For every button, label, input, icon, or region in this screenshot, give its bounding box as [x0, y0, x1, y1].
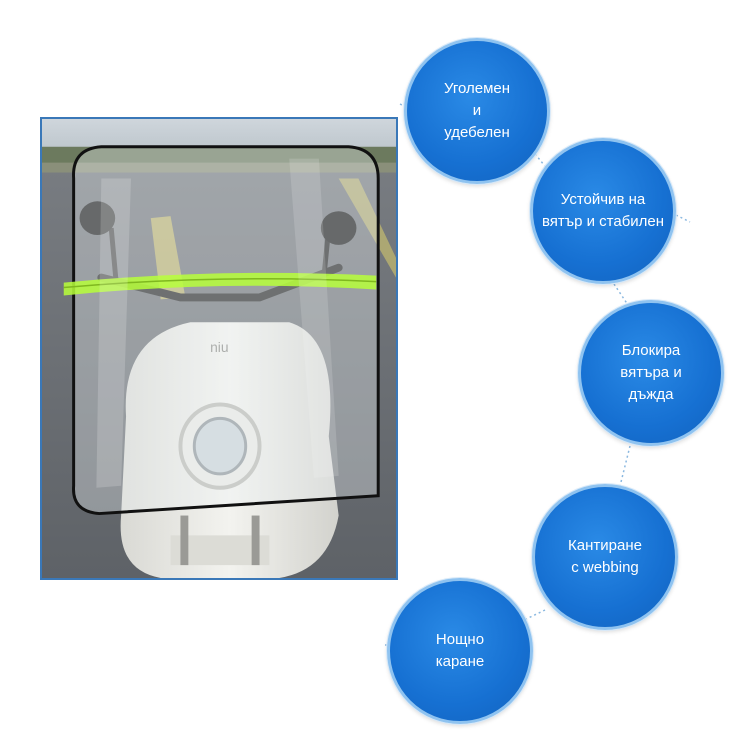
feature-bubble-night-riding: Нощно каране	[387, 578, 533, 724]
feature-label: Уголемен и удебелен	[443, 80, 511, 141]
feature-bubble-blocks-wind-rain: Блокира вятъра и дъжда	[578, 300, 724, 446]
feature-label: Блокира вятъра и дъжда	[620, 342, 682, 403]
scooter-windshield-illustration: niu	[42, 119, 396, 578]
feature-bubble-webbing-edge: Кантиране с webbing	[532, 484, 678, 630]
connector-line	[613, 283, 629, 306]
connector-line	[675, 214, 691, 223]
scooter-logo: niu	[210, 339, 228, 355]
connector-line	[619, 445, 631, 487]
feature-bubble-wind-resistant: Устойчив на вятър и стабилен	[530, 138, 676, 284]
feature-label: Нощно каране	[435, 631, 485, 670]
feature-label: Устойчив на вятър и стабилен	[541, 191, 665, 230]
feature-label: Кантиране с webbing	[568, 537, 642, 576]
product-photo: niu	[40, 117, 398, 580]
feature-bubble-enlarged: Уголемен и удебелен	[404, 38, 550, 184]
